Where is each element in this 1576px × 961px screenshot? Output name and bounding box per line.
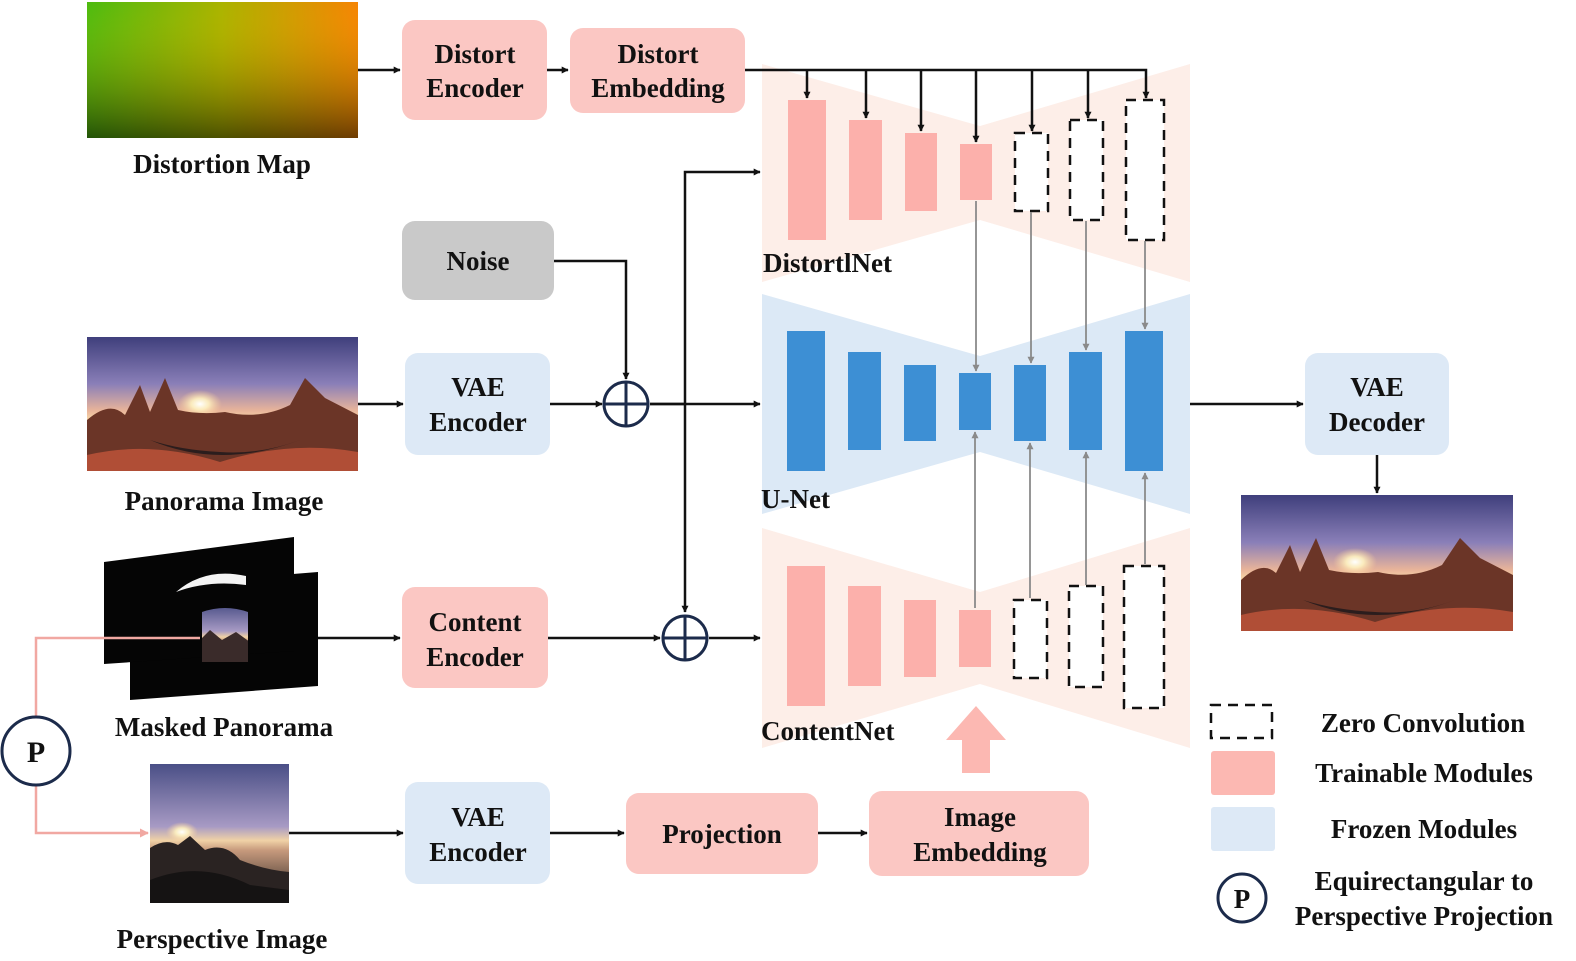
legend-projection-label-line1: Equirectangular to <box>1315 866 1534 896</box>
zero-conv-block <box>1013 131 1050 213</box>
contentnet-block <box>959 610 991 667</box>
legend-zero-convolution-label: Zero Convolution <box>1321 708 1525 738</box>
unet-block <box>848 352 881 450</box>
zero-conv-block <box>1124 98 1166 242</box>
legend-projection-circle <box>1216 872 1268 924</box>
legend-projection-symbol: P <box>1234 884 1251 914</box>
image-embedding-label-line2: Embedding <box>913 837 1047 867</box>
legend-frozen-label: Frozen Modules <box>1331 814 1517 844</box>
output-panorama-image <box>1241 495 1513 631</box>
vae-decoder-box: VAE Decoder <box>1305 353 1449 455</box>
noise-label: Noise <box>447 246 510 276</box>
projection-label: Projection <box>662 819 781 849</box>
image-embedding-box: Image Embedding <box>869 791 1089 876</box>
distortion-map-image <box>87 2 358 138</box>
perspective-image <box>150 764 289 903</box>
legend-zero-convolution-swatch <box>1209 703 1274 740</box>
unet-block <box>1125 331 1163 471</box>
zero-conv-block <box>1012 598 1049 680</box>
perspective-image-label: Perspective Image <box>117 924 328 954</box>
skip-connections <box>971 201 1149 608</box>
distortlnet-label: DistortlNet <box>763 248 892 278</box>
legend-projection-label-line2: Perspective Projection <box>1295 901 1553 931</box>
projection-circle: P <box>0 715 72 787</box>
contentnet-label: ContentNet <box>761 716 894 746</box>
adder-bottom <box>661 614 709 662</box>
distort-encoder-box: Distort Encoder <box>402 20 547 120</box>
distortlnet-block <box>849 120 882 220</box>
zero-conv-block <box>1068 118 1105 222</box>
vae-decoder-label-line1: VAE <box>1350 372 1404 402</box>
noise-box: Noise <box>402 221 554 300</box>
flow-arrows <box>289 66 1381 837</box>
panorama-image-label: Panorama Image <box>125 486 324 516</box>
distort-encoder-label-line2: Encoder <box>426 73 524 103</box>
unet-block <box>904 365 936 441</box>
distort-embedding-label-line1: Distort <box>618 39 699 69</box>
vae-decoder-label-line2: Decoder <box>1329 407 1425 437</box>
contentnet-blocks <box>787 564 1166 710</box>
unet-label: U-Net <box>761 484 830 514</box>
distort-embedding-label-line2: Embedding <box>591 73 725 103</box>
unet-block <box>959 373 991 430</box>
distort-embedding-box: Distort Embedding <box>570 28 745 113</box>
unet-blocks <box>787 331 1163 471</box>
vae-encoder-top-box: VAE Encoder <box>405 353 550 455</box>
content-encoder-label-line2: Encoder <box>426 642 524 672</box>
vae-encoder-top-label-line1: VAE <box>451 372 505 402</box>
legend: Zero Convolution Trainable Modules Froze… <box>1209 703 1553 931</box>
distortion-map-label: Distortion Map <box>133 149 311 179</box>
distortlnet-block <box>788 100 826 240</box>
image-embedding-label-line1: Image <box>944 802 1016 832</box>
zero-conv-block <box>1067 584 1105 689</box>
projection-symbol: P <box>27 736 45 769</box>
distort-encoder-label-line1: Distort <box>435 39 516 69</box>
unet-block <box>1069 352 1102 450</box>
adder-top <box>602 380 650 428</box>
contentnet-block <box>848 586 881 686</box>
projection-path <box>34 636 200 838</box>
unet-block <box>787 331 825 471</box>
legend-trainable-label: Trainable Modules <box>1315 758 1533 788</box>
zero-conv-block <box>1122 564 1166 710</box>
unet-block <box>1014 365 1046 441</box>
contentnet-block <box>904 600 936 677</box>
content-encoder-label-line1: Content <box>429 607 522 637</box>
vae-encoder-bottom-label-line2: Encoder <box>429 837 527 867</box>
legend-frozen-swatch <box>1211 807 1275 851</box>
vae-encoder-top-label-line2: Encoder <box>429 407 527 437</box>
panorama-image <box>87 337 358 471</box>
vae-encoder-bottom-box: VAE Encoder <box>405 782 550 884</box>
distortlnet-block <box>960 144 992 200</box>
masked-panorama-image <box>104 537 318 700</box>
image-embedding-up-arrow <box>946 706 1006 773</box>
distortlnet-blocks <box>788 98 1166 242</box>
projection-box: Projection <box>626 793 818 874</box>
distortlnet-block <box>905 133 937 211</box>
vae-encoder-bottom-label-line1: VAE <box>451 802 505 832</box>
legend-trainable-swatch <box>1211 751 1275 795</box>
content-encoder-box: Content Encoder <box>402 587 548 688</box>
masked-panorama-label: Masked Panorama <box>115 712 334 742</box>
contentnet-block <box>787 566 825 706</box>
